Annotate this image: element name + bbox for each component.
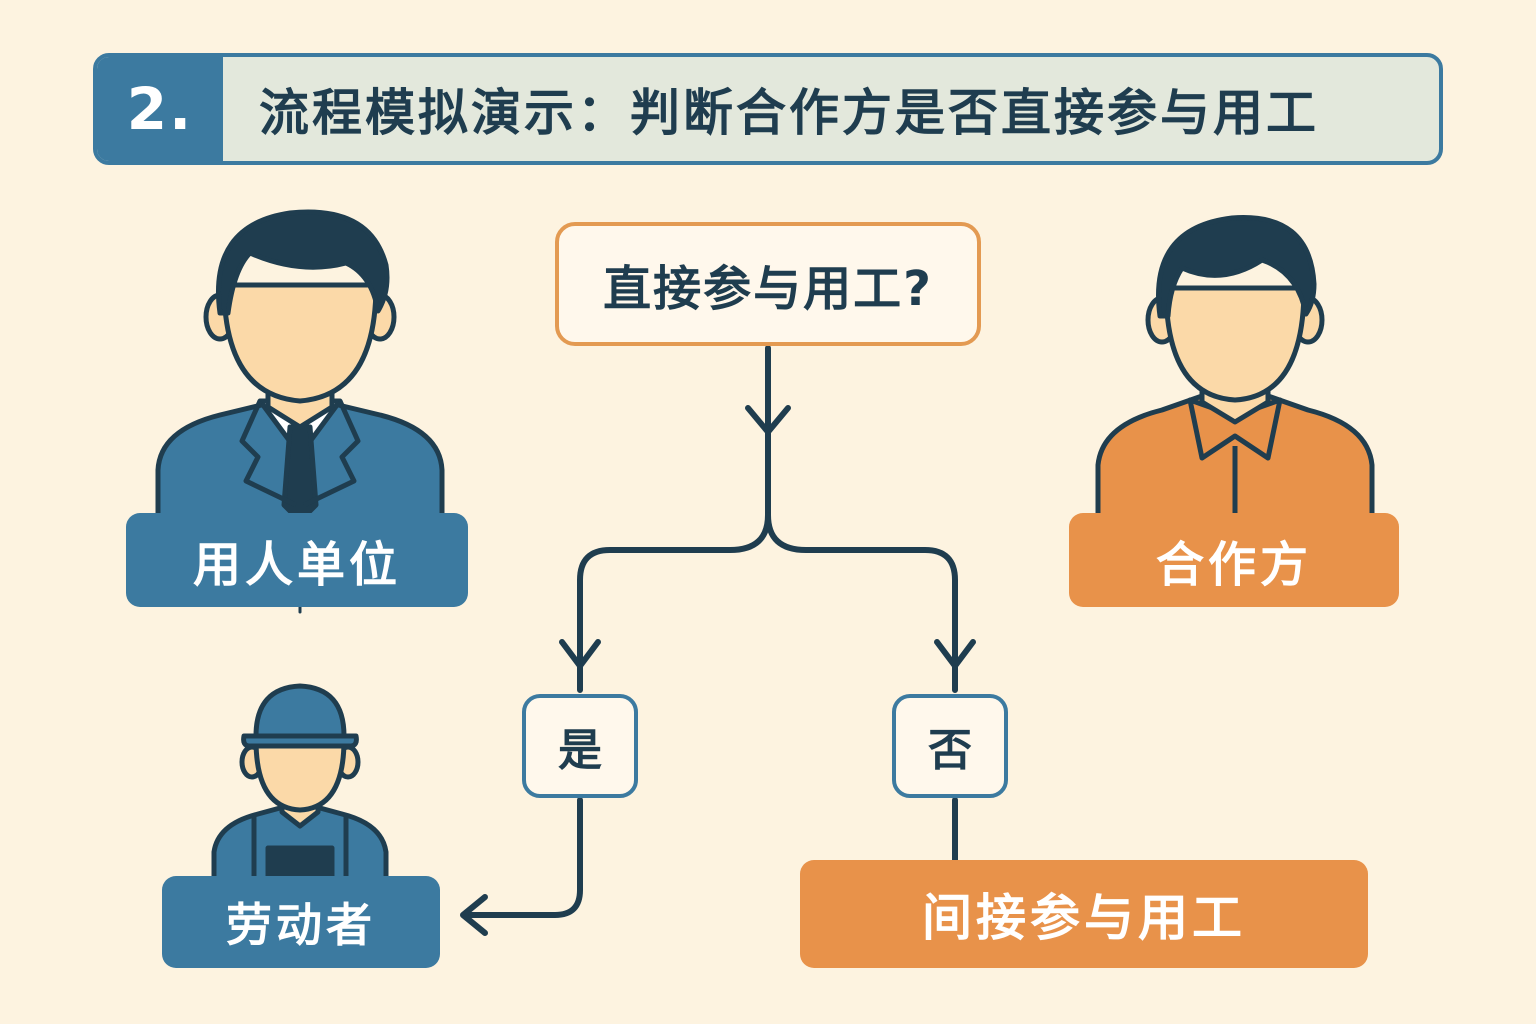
branch-left-line — [577, 512, 771, 693]
branch-right-line — [765, 512, 958, 693]
branch-left-arrow — [559, 639, 601, 669]
step-number: 2. — [97, 57, 223, 161]
trunk-arrow — [745, 405, 791, 435]
branch-yes: 是 — [522, 694, 638, 798]
yes-to-worker-arrow — [460, 894, 488, 936]
page-title: 流程模拟演示：判断合作方是否直接参与用工 — [259, 84, 1319, 142]
indirect-employment-result: 间接参与用工 — [800, 860, 1368, 968]
businessman-icon — [155, 209, 445, 525]
yes-to-worker-line — [462, 797, 583, 918]
title-bar: 2. 流程模拟演示：判断合作方是否直接参与用工 — [93, 53, 1443, 165]
person-orange-shirt-icon — [1095, 215, 1375, 522]
partner-label: 合作方 — [1069, 513, 1399, 607]
branch-no: 否 — [892, 694, 1008, 798]
branch-right-arrow — [934, 639, 976, 669]
employer-label: 用人单位 — [126, 513, 468, 607]
decision-question: 直接参与用工? — [555, 222, 981, 346]
worker-hardhat-icon — [211, 683, 389, 880]
worker-label: 劳动者 — [162, 876, 440, 968]
